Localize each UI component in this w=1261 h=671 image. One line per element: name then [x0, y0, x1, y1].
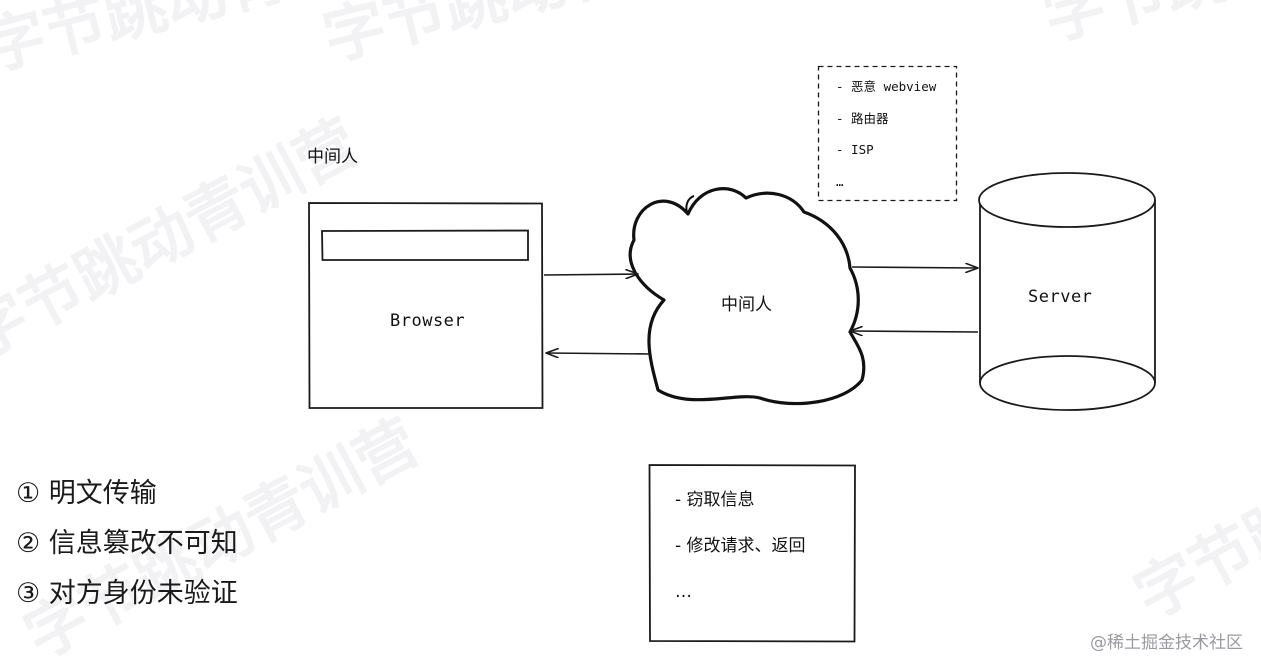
attacker-capability-item: - 修改请求、返回	[675, 536, 806, 556]
source-credit: @稀土掘金技术社区	[1090, 633, 1243, 653]
attacker-capabilities-frame	[648, 464, 856, 643]
risk-item: ① 明文传输	[16, 478, 157, 509]
arrow-mitm-to-server	[851, 267, 978, 268]
attacker-example-item: - ISP	[836, 142, 874, 157]
mitm-cloud-curl	[685, 195, 695, 215]
risk-item: ③ 对方身份未验证	[16, 578, 238, 609]
browser-frame	[308, 202, 544, 409]
browser-address-bar	[321, 229, 529, 261]
arrow-server-to-mitm	[850, 331, 979, 332]
attacker-example-item: …	[836, 173, 844, 189]
attacker-capability-item: - 窃取信息	[675, 490, 755, 510]
attacker-example-item: - 路由器	[836, 110, 889, 126]
server-top-ellipse	[978, 172, 1156, 228]
browser-label: Browser	[390, 311, 466, 331]
arrow-browser-to-mitm	[543, 274, 638, 275]
attacker-heading: 中间人	[307, 147, 358, 167]
attacker-capability-item: …	[675, 582, 692, 602]
server-label: Server	[1028, 287, 1093, 307]
server-node	[978, 172, 1156, 411]
risk-list: ① 明文传输 ② 信息篡改不可知 ③ 对方身份未验证	[16, 474, 238, 624]
mitm-cloud-label: 中间人	[721, 295, 772, 315]
risk-item: ② 信息篡改不可知	[16, 528, 238, 559]
attacker-examples-frame	[817, 65, 958, 202]
attacker-capabilities-list: - 窃取信息 - 修改请求、返回 …	[649, 465, 855, 642]
arrow-mitm-to-browser	[546, 353, 651, 354]
attacker-examples-list: - 恶意 webview - 路由器 - ISP …	[818, 66, 956, 201]
mitm-cloud	[628, 187, 866, 406]
browser-node	[308, 202, 544, 409]
attacker-example-item: - 恶意 webview	[836, 79, 937, 94]
